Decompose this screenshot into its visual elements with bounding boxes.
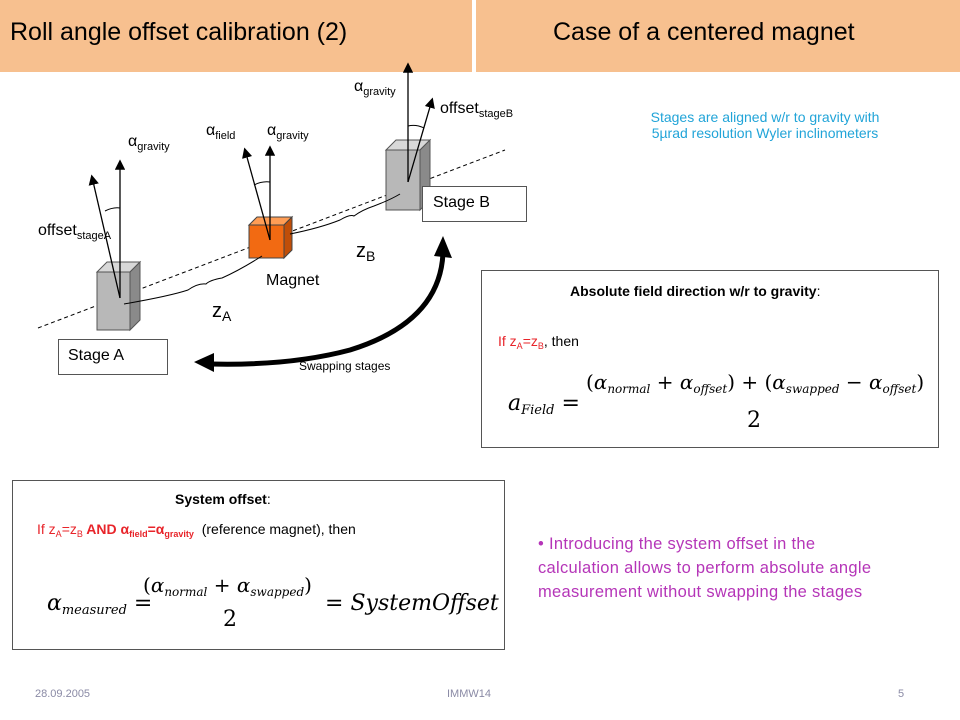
cond-eq2: =α	[147, 521, 165, 537]
absolute-field-box: Absolute field direction w/r to gravity:…	[481, 270, 939, 448]
stage-b-offset-arrow	[407, 97, 435, 183]
cond-if: If z	[498, 333, 517, 349]
system-eq-denominator: 2	[223, 607, 237, 632]
z-letter: z	[356, 240, 366, 262]
cond-a-sub: A	[516, 341, 523, 351]
system-eq-lhs: αmeasured =	[47, 591, 153, 618]
stage-a-subscript: stageA	[76, 230, 112, 242]
cond-eq: =z	[61, 521, 77, 537]
magnet-field-arrow	[242, 147, 271, 241]
system-heading-text: System offset	[175, 491, 267, 507]
za-label: zA	[212, 300, 231, 324]
stage-a-block	[95, 260, 142, 332]
cond-b-sub: B	[76, 529, 83, 539]
inclinometer-note: Stages are aligned w/r to gravity with 5…	[650, 109, 880, 141]
stage-b-box: Stage B	[422, 186, 527, 222]
eq-swapped-sub: swapped	[785, 382, 840, 396]
absolute-heading-colon: :	[816, 283, 821, 299]
zb-brace	[289, 193, 401, 235]
slide-subtitle: Case of a centered magnet	[553, 18, 855, 46]
offset-text: offset	[440, 100, 479, 117]
absolute-eq-denominator: 2	[747, 408, 761, 433]
absolute-eq-numerator: (αnormal + αoffset) + (αswapped − αoffse…	[586, 370, 925, 396]
stage-b-label: Stage B	[433, 194, 490, 211]
slide-title: Roll angle offset calibration (2)	[10, 18, 348, 46]
swapping-label: Swapping stages	[299, 359, 391, 373]
header-right-bar: Case of a centered magnet	[476, 0, 960, 72]
stage-a-offset-arrow	[88, 174, 121, 299]
eq-offset-sub-1: offset	[693, 382, 728, 396]
system-condition: If zA=zB AND αfield=αgravity (reference …	[37, 521, 356, 539]
header-left-bar: Roll angle offset calibration (2)	[0, 0, 472, 72]
footer-event: IMMW14	[447, 688, 491, 700]
za-subscript: A	[222, 308, 232, 324]
eq-swapped-sub: swapped	[250, 585, 305, 599]
bullet-point: • Introducing the system offset in the c…	[538, 532, 878, 604]
stage-b-subscript: stageB	[478, 108, 514, 120]
stage-a-offset-label: offsetstageA	[38, 222, 111, 242]
gravity-subscript: gravity	[137, 141, 170, 153]
cond-and: AND α	[82, 521, 130, 537]
cond-then: , then	[543, 333, 579, 349]
cond-if: If z	[37, 521, 56, 537]
stage-a-label: Stage A	[68, 347, 125, 364]
alpha-symbol: α	[206, 122, 216, 139]
cond-eq: =z	[522, 333, 538, 349]
magnet-gravity-label: αgravity	[267, 122, 309, 142]
stage-b-offset-label: offsetstageB	[440, 100, 513, 120]
cond-b-sub: B	[537, 341, 544, 351]
eq-normal-sub: normal	[607, 382, 651, 396]
system-heading: System offset:	[175, 491, 271, 507]
absolute-heading: Absolute field direction w/r to gravity:	[570, 283, 820, 299]
absolute-condition: If zA=zB, then	[498, 333, 579, 351]
offset-text: offset	[38, 222, 77, 239]
system-eq-result: = SystemOffset	[325, 591, 499, 616]
footer-date: 28.09.2005	[35, 688, 91, 700]
alpha-symbol: α	[267, 122, 277, 139]
stage-a-box: Stage A	[58, 339, 168, 375]
system-eq-numerator: (αnormal + αswapped)	[143, 573, 312, 599]
absolute-eq-lhs: aField =	[508, 391, 580, 418]
zb-label: zB	[356, 240, 375, 264]
alpha-symbol: α	[128, 133, 138, 150]
magnet-label: Magnet	[266, 272, 320, 289]
footer-page-number: 5	[898, 688, 905, 700]
cond-a-sub: A	[55, 529, 62, 539]
cond-gravity-sub: gravity	[164, 529, 194, 539]
magnet-block	[247, 215, 294, 260]
absolute-heading-text: Absolute field direction w/r to gravity	[570, 283, 817, 299]
eq-lhs-sub: Field	[521, 403, 555, 418]
magnet-field-label: αfield	[206, 122, 235, 142]
bullet-dot: •	[538, 535, 549, 553]
eq-lhs-letter: a	[508, 391, 522, 416]
swapping-arrow	[209, 252, 446, 367]
stage-b-gravity-label: αgravity	[354, 78, 396, 98]
bullet-text: Introducing the system offset in the cal…	[538, 535, 872, 601]
alpha-symbol: α	[354, 78, 364, 95]
eq-normal-sub: normal	[164, 585, 208, 599]
cond-field-sub: field	[129, 529, 148, 539]
za-brace	[123, 255, 263, 305]
z-letter: z	[212, 300, 222, 322]
cond-rest: (reference magnet), then	[201, 521, 356, 537]
eq-offset-sub-2: offset	[882, 382, 917, 396]
gravity-subscript: gravity	[363, 86, 396, 98]
gravity-subscript: gravity	[276, 130, 309, 142]
zb-subscript: B	[366, 248, 376, 264]
system-offset-box: System offset: If zA=zB AND αfield=αgrav…	[12, 480, 505, 650]
eq-measured-sub: measured	[61, 603, 127, 618]
field-subscript: field	[215, 130, 236, 142]
system-heading-colon: :	[266, 491, 271, 507]
eq-result-text: SystemOffset	[350, 591, 499, 616]
stage-a-gravity-label: αgravity	[128, 133, 170, 153]
